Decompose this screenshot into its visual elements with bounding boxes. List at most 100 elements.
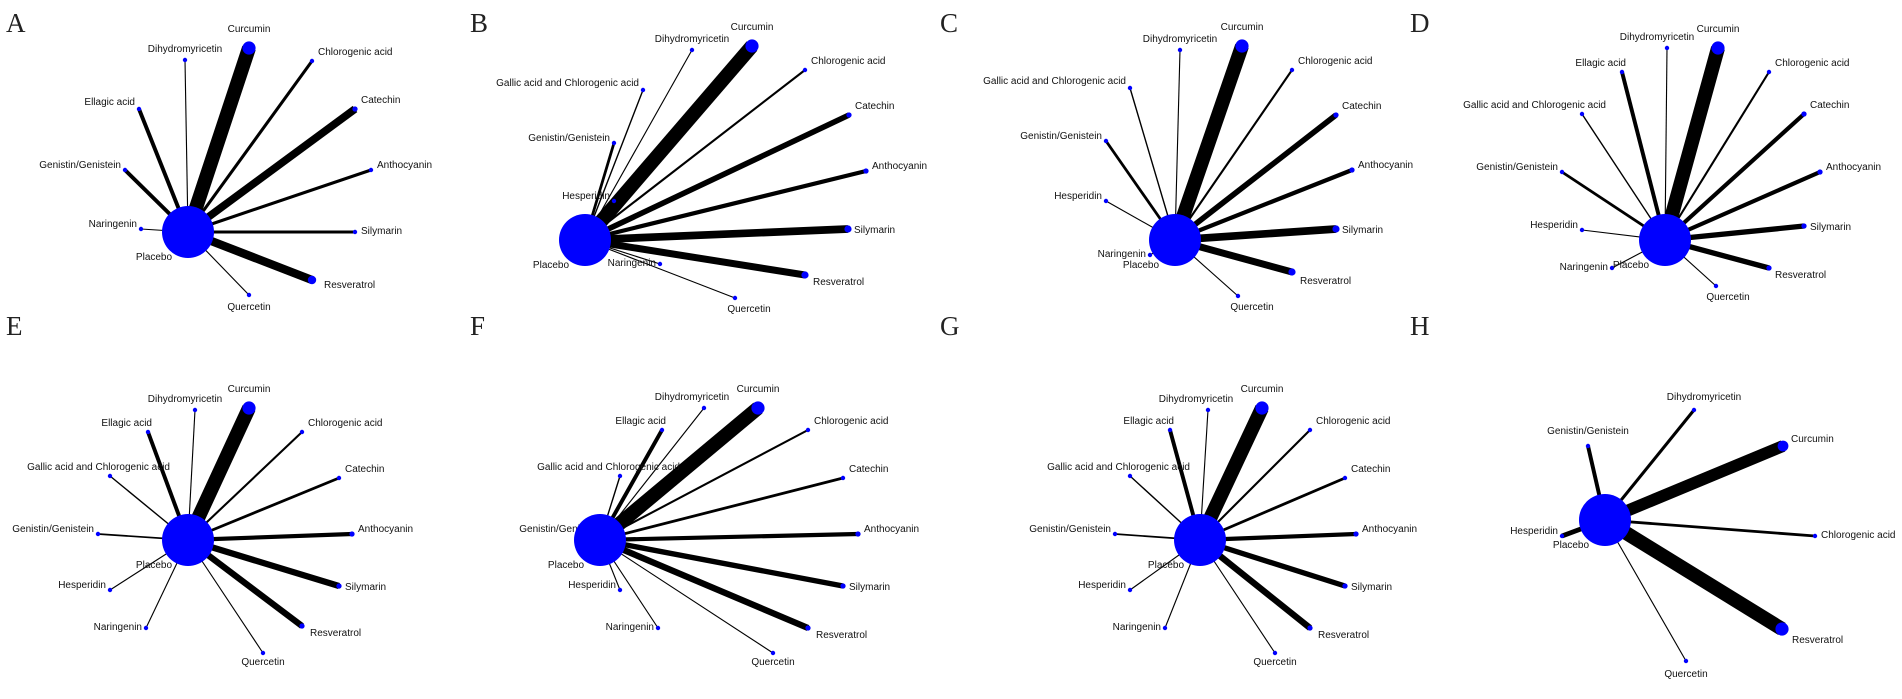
node-curcumin: [1711, 41, 1725, 55]
node-hesperidin: [1559, 533, 1565, 539]
node-curcumin: [1235, 39, 1249, 53]
node-naringenin: [1609, 265, 1615, 271]
node-resveratrol: [801, 271, 809, 279]
node-label-silymarin: Silymarin: [1810, 222, 1851, 233]
node-quercetin: [770, 650, 776, 656]
node-label-catechin: Catechin: [1342, 101, 1381, 112]
node-label-genistin-genistein: Genistin/Genistein: [1547, 426, 1629, 437]
node-label-quercetin: Quercetin: [1230, 302, 1273, 313]
node-label-placebo: Placebo: [1148, 560, 1185, 571]
node-anthocyanin: [1349, 167, 1355, 173]
node-resveratrol: [805, 625, 811, 631]
node-resveratrol: [299, 623, 305, 629]
edge-placebo-silymarin: [599, 537, 844, 589]
node-label-genistin-genistein: Genistin/Genistein: [1020, 131, 1102, 142]
edge-placebo-gallic-acid-and-chlorogenic-acid: [1129, 87, 1176, 241]
node-gallic-acid-and-chlorogenic-acid: [617, 473, 623, 479]
node-dihydromyricetin: [689, 47, 695, 53]
node-naringenin: [1162, 625, 1168, 631]
node-dihydromyricetin: [1691, 407, 1697, 413]
node-label-chlorogenic-acid: Chlorogenic acid: [318, 47, 393, 58]
node-resveratrol: [1288, 268, 1296, 276]
node-label-curcumin: Curcumin: [228, 24, 271, 35]
node-catechin: [1342, 475, 1348, 481]
edge-placebo-dihydromyricetin: [184, 59, 189, 233]
edge-placebo-anthocyanin: [584, 168, 867, 243]
node-label-placebo: Placebo: [1613, 260, 1650, 271]
node-label-anthocyanin: Anthocyanin: [864, 524, 919, 535]
node-label-quercetin: Quercetin: [1664, 669, 1707, 680]
edge-placebo-resveratrol: [584, 236, 806, 279]
node-label-gallic-acid-and-chlorogenic-acid: Gallic acid and Chlorogenic acid: [1463, 100, 1606, 111]
node-label-ellagic-acid: Ellagic acid: [84, 97, 135, 108]
node-chlorogenic-acid: [802, 67, 808, 73]
node-label-placebo: Placebo: [533, 260, 570, 271]
node-placebo: [162, 206, 214, 258]
node-dihydromyricetin: [1177, 47, 1183, 53]
node-label-chlorogenic-acid: Chlorogenic acid: [308, 418, 383, 429]
node-hesperidin: [1103, 198, 1109, 204]
node-label-quercetin: Quercetin: [727, 304, 770, 315]
node-label-genistin-genistein: Genistin/Genistein: [39, 160, 121, 171]
edge-placebo-dihydromyricetin: [1174, 49, 1181, 241]
node-placebo: [1174, 514, 1226, 566]
node-anthocyanin: [1817, 169, 1823, 175]
edge-placebo-catechin: [1173, 112, 1338, 243]
node-label-placebo: Placebo: [136, 560, 173, 571]
edge-placebo-anthocyanin: [1664, 170, 1821, 242]
node-label-anthocyanin: Anthocyanin: [1358, 160, 1413, 171]
node-label-curcumin: Curcumin: [731, 22, 774, 33]
edge-placebo-curcumin: [181, 45, 256, 235]
node-label-catechin: Catechin: [345, 464, 384, 475]
node-curcumin: [1255, 401, 1269, 415]
node-label-dihydromyricetin: Dihydromyricetin: [655, 392, 729, 403]
edge-placebo-resveratrol: [598, 537, 810, 631]
node-label-anthocyanin: Anthocyanin: [377, 160, 432, 171]
node-ellagic-acid: [1167, 427, 1173, 433]
node-genistin-genistein: [611, 140, 617, 146]
node-placebo: [574, 514, 626, 566]
node-label-anthocyanin: Anthocyanin: [358, 524, 413, 535]
node-label-dihydromyricetin: Dihydromyricetin: [1667, 392, 1741, 403]
node-genistin-genistein: [95, 531, 101, 537]
node-silymarin: [1801, 223, 1807, 229]
edge-placebo-silymarin: [1174, 225, 1337, 244]
node-label-quercetin: Quercetin: [751, 657, 794, 668]
node-label-dihydromyricetin: Dihydromyricetin: [1620, 32, 1694, 43]
node-label-silymarin: Silymarin: [1342, 225, 1383, 236]
node-curcumin: [1777, 440, 1789, 452]
node-naringenin: [655, 625, 661, 631]
network-panel-h: HDihydromyricetinGenistin/GenisteinCurcu…: [1410, 311, 1896, 680]
node-chlorogenic-acid: [1766, 69, 1772, 75]
node-label-gallic-acid-and-chlorogenic-acid: Gallic acid and Chlorogenic acid: [983, 76, 1126, 87]
node-label-silymarin: Silymarin: [1351, 582, 1392, 593]
node-curcumin: [242, 41, 256, 55]
edge-placebo-silymarin: [187, 536, 340, 590]
panel-letter: E: [6, 311, 23, 341]
node-label-naringenin: Naringenin: [1113, 622, 1161, 633]
node-label-curcumin: Curcumin: [1221, 22, 1264, 33]
panel-letter: H: [1410, 311, 1430, 341]
node-label-hesperidin: Hesperidin: [58, 580, 106, 591]
edge-placebo-chlorogenic-acid: [186, 60, 314, 233]
node-label-resveratrol: Resveratrol: [1300, 276, 1351, 287]
node-label-gallic-acid-and-chlorogenic-acid: Gallic acid and Chlorogenic acid: [496, 78, 639, 89]
panel-letter: D: [1410, 8, 1430, 38]
node-label-silymarin: Silymarin: [361, 226, 402, 237]
panel-letter: F: [470, 311, 485, 341]
node-resveratrol: [1307, 625, 1313, 631]
edge-placebo-ellagic-acid: [1620, 71, 1667, 241]
node-label-catechin: Catechin: [849, 464, 888, 475]
node-silymarin: [844, 225, 852, 233]
node-gallic-acid-and-chlorogenic-acid: [1579, 111, 1585, 117]
node-placebo: [162, 514, 214, 566]
node-label-naringenin: Naringenin: [608, 258, 656, 269]
node-chlorogenic-acid: [1812, 533, 1818, 539]
node-resveratrol: [1766, 265, 1772, 271]
edge-placebo-curcumin: [1658, 46, 1725, 242]
edge-placebo-dihydromyricetin: [1664, 47, 1668, 241]
node-silymarin: [336, 583, 342, 589]
node-anthocyanin: [349, 531, 355, 537]
node-label-chlorogenic-acid: Chlorogenic acid: [1821, 530, 1896, 541]
